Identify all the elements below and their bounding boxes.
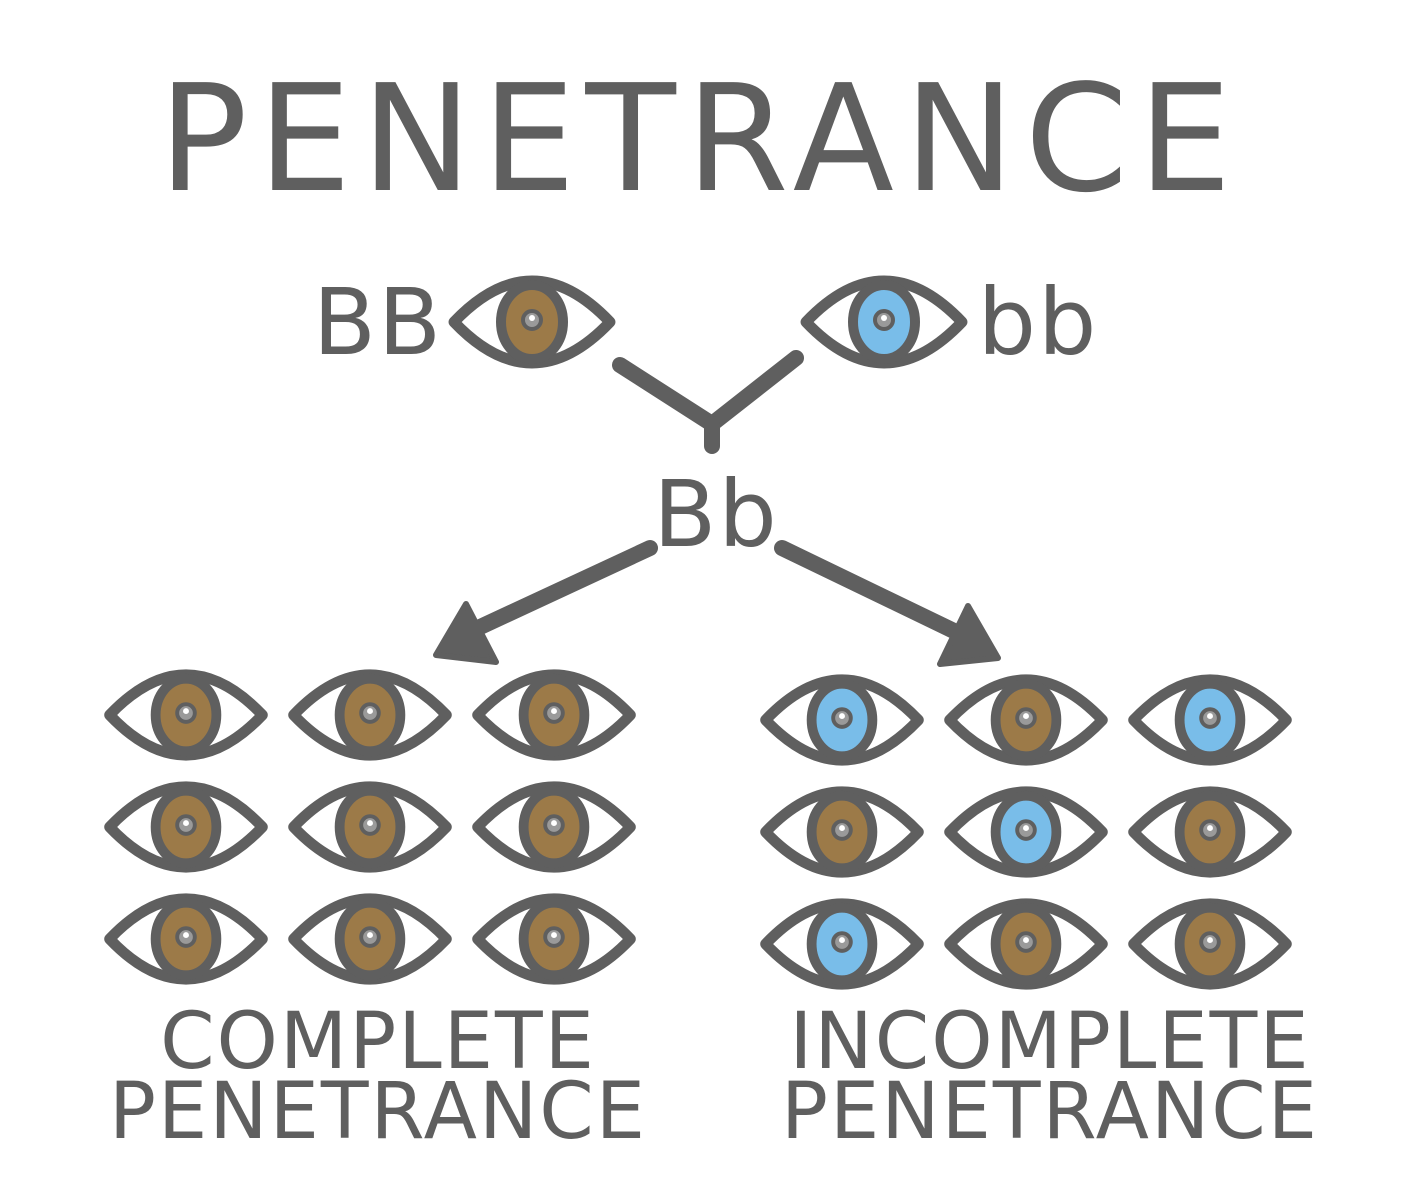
arrow-right [774, 540, 1001, 667]
brown-eye-icon [104, 781, 268, 873]
brown-eye-icon [1128, 898, 1292, 990]
brown-eye-icon [944, 674, 1108, 766]
parent-right-genotype: bb [978, 269, 1099, 376]
incomplete-caption-line1: INCOMPLETE [789, 997, 1310, 1087]
blue-eye-icon [944, 786, 1108, 878]
brown-eye-icon [472, 669, 636, 761]
incomplete-penetrance-eye-grid [760, 674, 1292, 990]
diagram-title: PENETRANCE [158, 53, 1241, 225]
brown-eye-icon [472, 893, 636, 985]
complete-penetrance-eye-grid [104, 669, 636, 985]
blue-eye-icon [760, 674, 924, 766]
parent-left-eye-icon [448, 275, 616, 369]
brown-eye-icon [288, 781, 452, 873]
blue-eye-icon [1128, 674, 1292, 766]
brown-eye-icon [288, 893, 452, 985]
brown-eye-icon [1128, 786, 1292, 878]
brown-eye-icon [760, 786, 924, 878]
brown-eye-icon [104, 893, 268, 985]
brown-eye-icon [944, 898, 1108, 990]
brown-eye-icon [472, 781, 636, 873]
brown-eye-icon [104, 669, 268, 761]
incomplete-caption-line2: PENETRANCE [781, 1067, 1319, 1157]
blue-eye-icon [760, 898, 924, 990]
complete-caption-line2: PENETRANCE [109, 1067, 647, 1157]
arrow-left [433, 540, 658, 665]
offspring-genotype: Bb [653, 461, 779, 568]
parent-right-eye-icon [800, 275, 968, 369]
parent-left-genotype: BB [313, 269, 443, 376]
brown-eye-icon [288, 669, 452, 761]
cross-connector [612, 350, 804, 454]
complete-caption-line1: COMPLETE [160, 997, 596, 1087]
